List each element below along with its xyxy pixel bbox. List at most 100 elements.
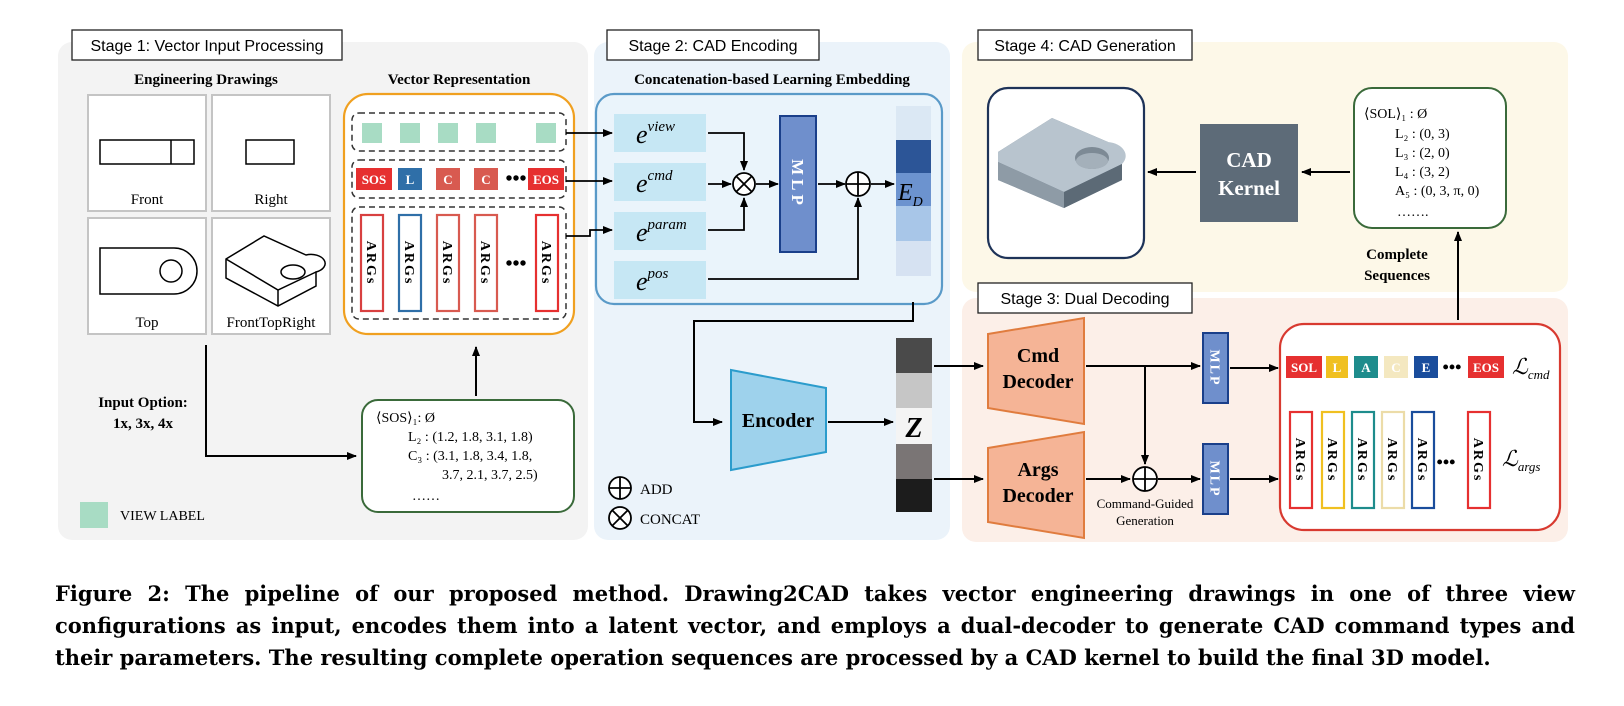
- input-sequence-line: 3.7, 2.1, 3.7, 2.5): [442, 468, 538, 483]
- view-front-label: Front: [131, 192, 164, 208]
- ellipsis: •••: [505, 253, 526, 275]
- args-decoder-label: Args: [1017, 459, 1058, 481]
- args-decoder-block: [987, 430, 1085, 540]
- z-label: Z: [904, 413, 922, 444]
- token-l: L: [398, 168, 422, 190]
- add-legend-icon: [608, 476, 632, 500]
- output-sequence-line: A₅ : (0, 3, π, 0): [1395, 184, 1480, 199]
- args-token: ARGs: [1350, 410, 1376, 510]
- token-c: C: [474, 168, 498, 190]
- args-token: ARGs: [534, 213, 560, 313]
- token-l: L: [1326, 356, 1348, 378]
- input-sequence-line: L₂ : (1.2, 1.8, 3.1, 1.8): [408, 430, 533, 445]
- ellipsis: •••: [1443, 357, 1462, 377]
- cmd-mlp-label: MLP: [1207, 349, 1222, 386]
- svg-text:ARGs: ARGs: [401, 241, 416, 286]
- encoder-block: [730, 368, 827, 472]
- token-sol: SOL: [1286, 356, 1322, 378]
- cad-kernel-label: Kernel: [1218, 176, 1280, 200]
- guided-generation-label: Command-Guided: [1097, 496, 1194, 511]
- view-label-token: [476, 123, 496, 143]
- svg-text:ARGs: ARGs: [1414, 438, 1429, 483]
- embedding-pos: [614, 261, 706, 299]
- concat-legend-icon: [608, 506, 632, 530]
- guided-add-symbol: [1132, 466, 1158, 492]
- args-token: ARGs: [1466, 410, 1492, 510]
- view-front: Front: [87, 94, 207, 212]
- cmd-decoder-block: [987, 316, 1085, 426]
- svg-text:ARGs: ARGs: [1384, 438, 1399, 483]
- input-sequence-box: [361, 399, 575, 513]
- embedding-param-label: eparam: [636, 217, 687, 247]
- view-label-token: [362, 123, 382, 143]
- args-token: ARGs: [1288, 410, 1314, 510]
- view-top: Top: [87, 217, 207, 335]
- stage2-title: Stage 2: CAD Encoding: [629, 38, 798, 55]
- args-mlp: [1202, 443, 1229, 515]
- embedding-pos-label: epos: [636, 266, 669, 296]
- stage2-header: Concatenation-based Learning Embedding: [634, 72, 910, 88]
- add-legend-label: ADD: [640, 482, 673, 498]
- svg-text:ARGs: ARGs: [1354, 438, 1369, 483]
- svg-text:ARGs: ARGs: [477, 241, 492, 286]
- args-token: ARGs: [1410, 410, 1436, 510]
- embedding-view-label: eview: [636, 119, 675, 149]
- token-sos: SOS: [356, 168, 392, 190]
- stage4-panel: Stage 4: CAD Generation CAD Kernel ⟨SOL⟩…: [962, 29, 1568, 292]
- svg-text:C: C: [481, 172, 490, 187]
- svg-text:C: C: [1391, 360, 1400, 375]
- args-row: [351, 206, 567, 320]
- args-row-arrow: [566, 226, 613, 237]
- param-to-concat-arrow: [708, 197, 748, 231]
- stage3-title-box: [977, 282, 1193, 314]
- view-label-row: [351, 112, 567, 152]
- svg-text:EOS: EOS: [1473, 360, 1499, 375]
- svg-text:SOL: SOL: [1291, 360, 1317, 375]
- svg-text:ARGs: ARGs: [439, 241, 454, 286]
- stage4-title: Stage 4: CAD Generation: [994, 38, 1175, 55]
- loss-args-label: ℒargs: [1502, 446, 1541, 474]
- complete-sequences-label: Sequences: [1364, 268, 1430, 284]
- view-top-label: Top: [135, 315, 158, 331]
- ed-to-encoder-arrow: [693, 302, 914, 426]
- view-label-token: [400, 123, 420, 143]
- drawings-header: Engineering Drawings: [134, 72, 278, 88]
- view-fronttopright: FrontTopRight: [211, 217, 331, 335]
- svg-text:L: L: [406, 172, 415, 187]
- args-token: ARGs: [435, 213, 461, 313]
- view-fronttopright-label: FrontTopRight: [227, 315, 317, 331]
- embedding-param: [614, 212, 706, 250]
- output-sequence-box: [1353, 87, 1507, 229]
- cad-kernel-label: CAD: [1226, 148, 1272, 172]
- stage2-panel: Stage 2: CAD Encoding Concatenation-base…: [566, 29, 950, 540]
- token-eos: EOS: [1468, 356, 1504, 378]
- token-e: E: [1414, 356, 1438, 378]
- guided-generation-label: Generation: [1116, 513, 1174, 528]
- ellipsis: •••: [505, 168, 526, 190]
- command-token-row: [351, 159, 567, 199]
- concat-symbol: [732, 172, 756, 196]
- args-mlp-label: MLP: [1207, 460, 1222, 497]
- cad-model-render: [998, 118, 1126, 208]
- output-sequence-line: …….: [1397, 205, 1429, 220]
- view-label-legend: VIEW LABEL: [120, 509, 205, 524]
- svg-text:C: C: [443, 172, 452, 187]
- view-to-concat-arrow: [708, 132, 748, 171]
- cmd-decoder-label: Cmd: [1017, 345, 1059, 367]
- args-token: ARGs: [473, 213, 499, 313]
- svg-text:ARGs: ARGs: [1324, 438, 1339, 483]
- args-token: ARGs: [1380, 410, 1406, 510]
- svg-text:E: E: [1422, 360, 1431, 375]
- ed-label: ED: [897, 180, 923, 210]
- output-sequence-line: ⟨SOL⟩₁ : Ø: [1364, 107, 1427, 122]
- input-sequence-line: ⟨SOS⟩₁: Ø: [376, 411, 435, 426]
- view-label-legend-swatch: [80, 502, 108, 528]
- z-vector: [896, 338, 932, 512]
- cad-kernel-block: [1200, 124, 1298, 222]
- view-label-token: [536, 123, 556, 143]
- stage2-mlp: [779, 115, 817, 253]
- complete-sequences-label: Complete: [1366, 247, 1428, 263]
- view-right-label: Right: [254, 192, 288, 208]
- args-token: ARGs: [1320, 410, 1346, 510]
- stage1-title-box: [71, 29, 343, 61]
